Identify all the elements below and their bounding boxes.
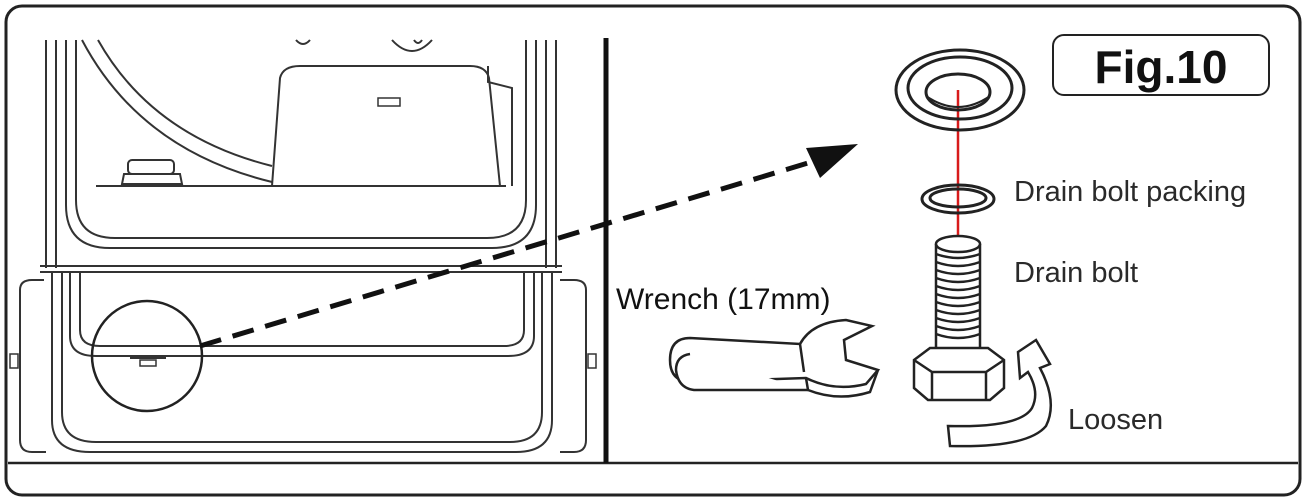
drain-bolt-label: Drain bolt (1014, 257, 1139, 289)
wrench-label: Wrench (17mm) (616, 283, 831, 316)
outer-border (4, 4, 1302, 497)
figure-number-label: Fig.10 (1052, 34, 1270, 96)
loosen-arrow-icon (946, 338, 1053, 448)
wrench-icon (668, 318, 881, 398)
heater-base-drawing (9, 39, 597, 453)
drain-bolt-packing-label: Drain bolt packing (1014, 176, 1247, 208)
magnifier-circle (90, 299, 204, 413)
washer-icon (894, 48, 1026, 132)
loosen-label: Loosen (1068, 404, 1164, 436)
pointer-arrow-icon (199, 144, 858, 349)
drain-bolt-icon (912, 234, 1006, 402)
drain-bolt-packing-icon (920, 183, 996, 215)
